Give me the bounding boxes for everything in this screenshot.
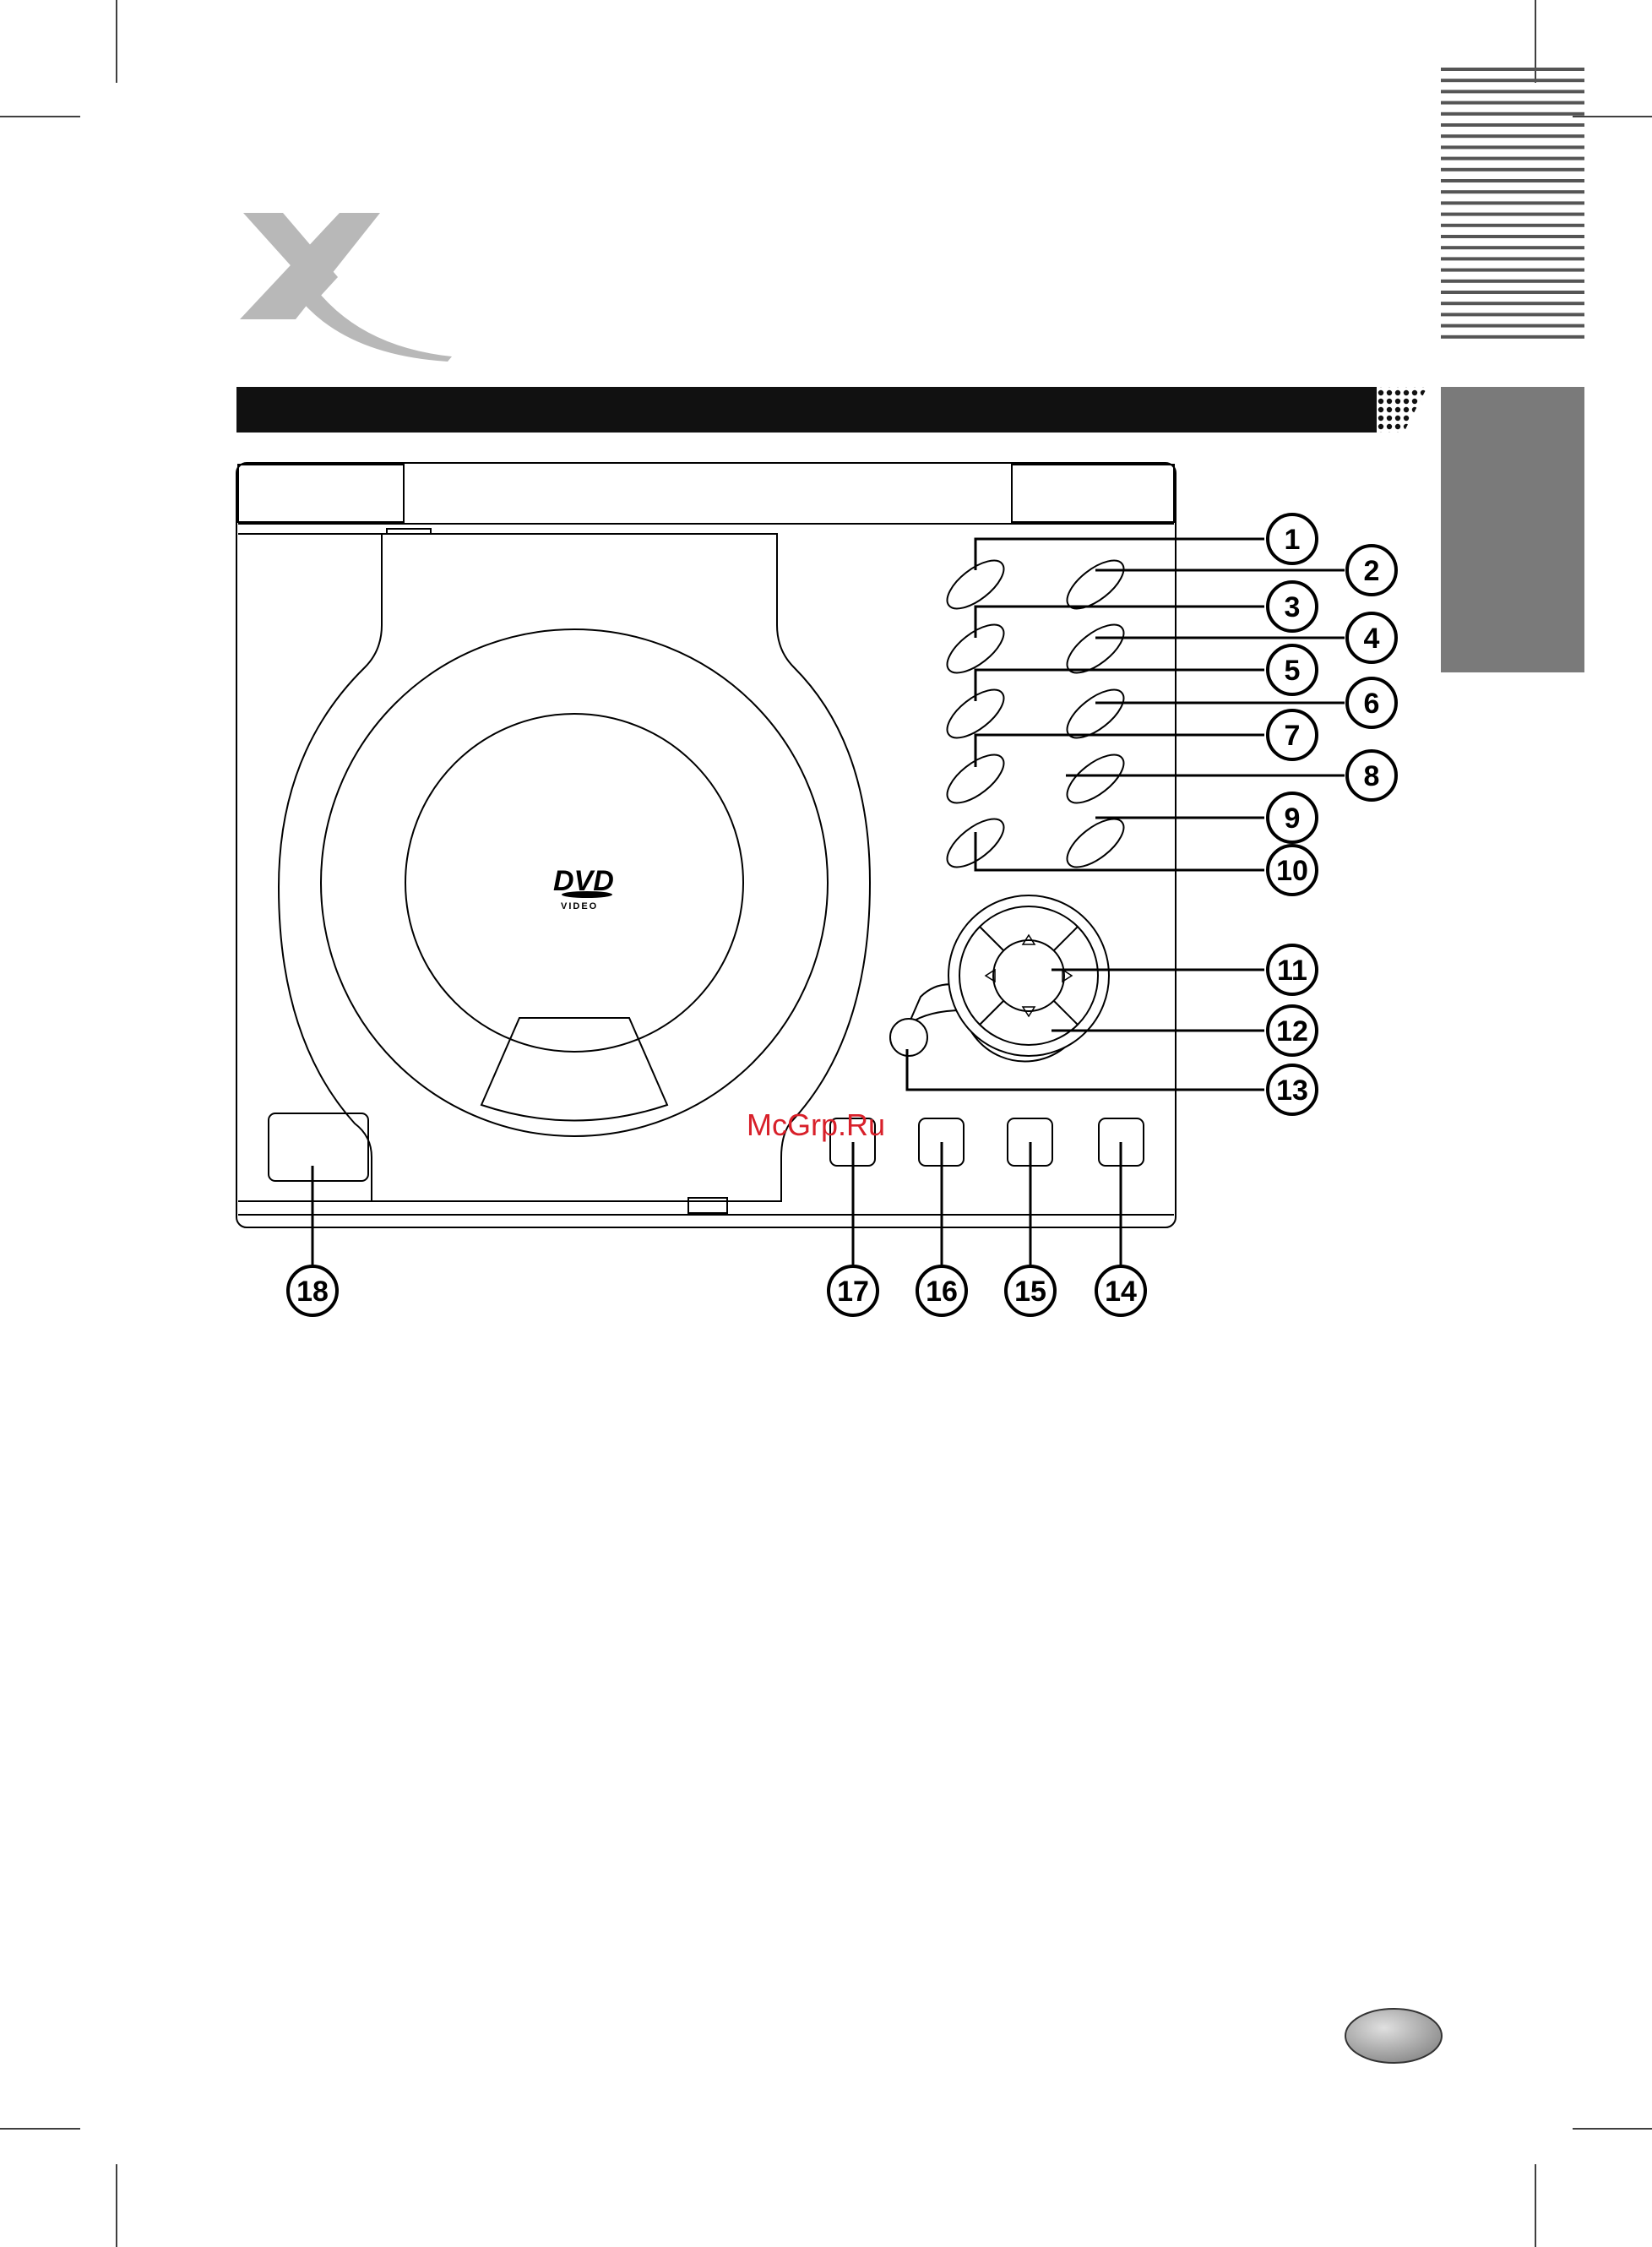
side-tab [1441,387,1584,672]
card-slot [688,1198,727,1213]
oval-button[interactable] [1059,810,1131,876]
edge-stripe [1441,79,1584,82]
callout-number: 5 [1285,655,1301,687]
title-bar [236,387,1427,433]
edge-stripe [1441,68,1584,71]
oval-button[interactable] [1059,681,1131,747]
edge-stripe [1441,235,1584,238]
page-number-oval [1345,2009,1442,2063]
callout-number: 10 [1276,855,1308,887]
callout-6: 6 [1347,678,1396,727]
callout-14: 14 [1096,1266,1145,1315]
callout-number: 12 [1276,1015,1308,1047]
leader-lines [312,539,1345,1267]
edge-stripe [1441,112,1584,116]
callout-number: 9 [1285,802,1301,835]
oval-button[interactable] [1059,616,1131,682]
edge-stripe [1441,213,1584,216]
callout-12: 12 [1268,1006,1317,1055]
callout-number: 2 [1364,555,1380,587]
callout-16: 16 [917,1266,966,1315]
callout-8: 8 [1347,751,1396,800]
dvd-video-logo: DVD VIDEO [553,865,614,911]
display-window [269,1113,368,1181]
callout-3: 3 [1268,582,1317,631]
callout-9: 9 [1268,793,1317,842]
brand-logo [240,213,452,362]
power-button[interactable] [890,1019,927,1056]
callout-18: 18 [288,1266,337,1315]
edge-stripe [1441,101,1584,105]
navigation-pad [890,895,1109,1062]
enter-button[interactable] [993,940,1064,1011]
callout-2: 2 [1347,546,1396,595]
edge-stripe [1441,313,1584,316]
edge-stripe [1441,269,1584,272]
callout-10: 10 [1268,846,1317,895]
edge-stripe [1441,168,1584,171]
callout-number: 11 [1277,955,1307,987]
callout-number: 6 [1364,688,1380,720]
callout-1: 1 [1268,514,1317,563]
dvd-player-front-panel [236,463,1176,1227]
callout-13: 13 [1268,1065,1317,1114]
edge-stripe [1441,280,1584,283]
dvd-logo-subtext: VIDEO [561,901,598,911]
edge-stripes [1441,68,1584,339]
callout-number: 16 [926,1276,958,1308]
edge-stripe [1441,190,1584,193]
callout-4: 4 [1347,613,1396,662]
callout-number: 14 [1105,1276,1137,1308]
edge-stripe [1441,291,1584,294]
oval-button[interactable] [1059,746,1131,812]
callout-number: 4 [1364,623,1380,655]
callout-number: 7 [1285,720,1301,752]
edge-stripe [1441,224,1584,227]
edge-stripe [1441,134,1584,138]
callout-15: 15 [1006,1266,1055,1315]
edge-stripe [1441,123,1584,127]
edge-stripe [1441,302,1584,305]
edge-stripe [1441,257,1584,260]
edge-stripe [1441,90,1584,93]
callout-17: 17 [829,1266,878,1315]
edge-stripe [1441,145,1584,149]
edge-stripe [1441,157,1584,160]
callout-number: 1 [1285,524,1301,556]
callout-number: 13 [1276,1075,1308,1107]
watermark-text: McGrp.Ru [747,1107,885,1142]
callout-5: 5 [1268,645,1317,694]
callout-7: 7 [1268,710,1317,759]
edge-stripe [1441,201,1584,204]
callout-number: 15 [1014,1276,1046,1308]
callout-number: 18 [296,1276,329,1308]
edge-stripe [1441,179,1584,182]
callout-11: 11 [1268,945,1317,994]
callout-number: 17 [837,1276,869,1308]
callout-number: 3 [1285,591,1301,623]
edge-stripe [1441,335,1584,339]
callout-number: 8 [1364,760,1380,792]
edge-stripe [1441,246,1584,249]
oval-button-group [939,552,1131,876]
edge-stripe [1441,324,1584,328]
